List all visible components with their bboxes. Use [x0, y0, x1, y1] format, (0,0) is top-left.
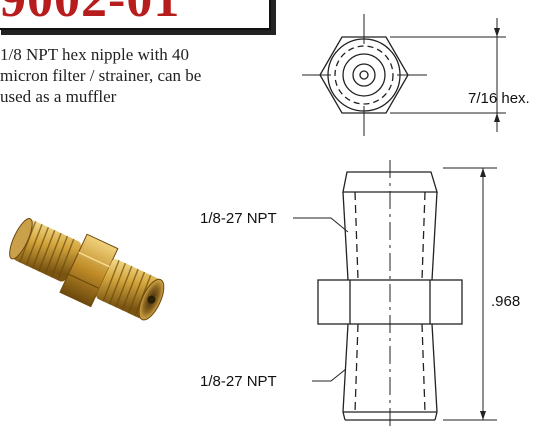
length-dimension	[443, 167, 497, 421]
description-line: micron filter / strainer, can be	[0, 66, 202, 85]
fitting-end-left	[9, 218, 33, 260]
thread-top-label: 1/8-27 NPT	[200, 210, 277, 227]
part-number-box: 9002-01	[0, 0, 271, 30]
side-view-fitting	[317, 160, 463, 430]
length-label: .968	[491, 293, 520, 310]
thread-ridges	[19, 221, 75, 281]
hex-body	[59, 233, 119, 308]
fitting-photo	[9, 218, 165, 321]
description-line: 1/8 NPT hex nipple with 40	[0, 45, 190, 64]
technical-drawing: 7/16 hex. .968 1/8-27 NPT 1/8-27 NPT	[200, 14, 530, 430]
description-line: used as a muffler	[0, 87, 117, 106]
thread-bottom-label: 1/8-27 NPT	[200, 373, 277, 390]
thread-bottom-leader	[312, 368, 347, 382]
hex-size-label: 7/16 hex.	[468, 90, 530, 107]
top-view-hex	[302, 14, 427, 136]
product-description: 1/8 NPT hex nipple with 40 micron filter…	[0, 44, 265, 107]
thread-top-leader	[293, 217, 349, 233]
part-number: 9002-01	[0, 0, 180, 28]
